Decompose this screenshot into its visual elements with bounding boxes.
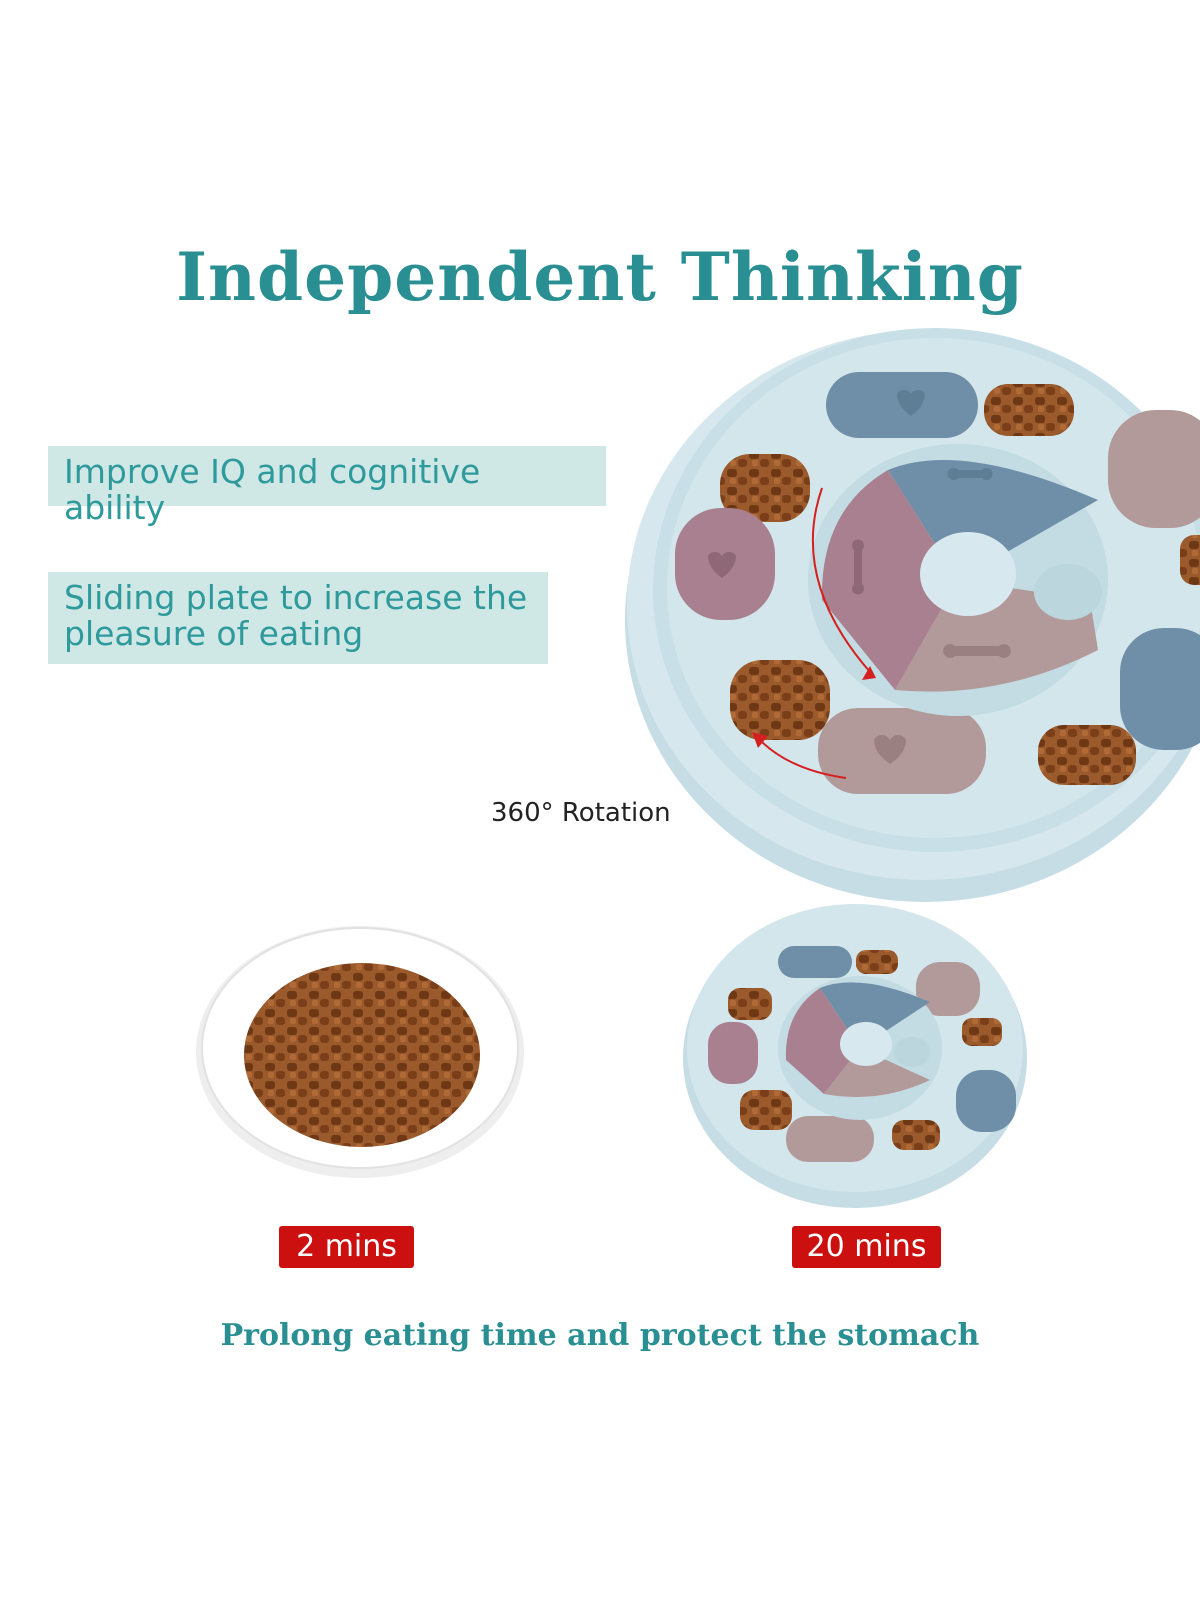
feature-sliding-plate: Sliding plate to increase the pleasure o…: [48, 572, 548, 664]
rotating-dial: [808, 444, 1108, 716]
feeder-base: [625, 328, 1200, 902]
tagline: Prolong eating time and protect the stom…: [220, 1318, 980, 1353]
feeder-time-badge: 20 mins: [792, 1226, 941, 1268]
plate-time-badge: 2 mins: [279, 1226, 414, 1268]
feature-iq: Improve IQ and cognitive ability: [48, 446, 606, 526]
page-title: Independent Thinking: [176, 238, 1024, 316]
rotation-arrows: [752, 487, 876, 779]
food-compartments: [720, 384, 1200, 785]
sliding-lids: [675, 372, 1200, 794]
rotation-label: 360° Rotation: [491, 798, 671, 828]
